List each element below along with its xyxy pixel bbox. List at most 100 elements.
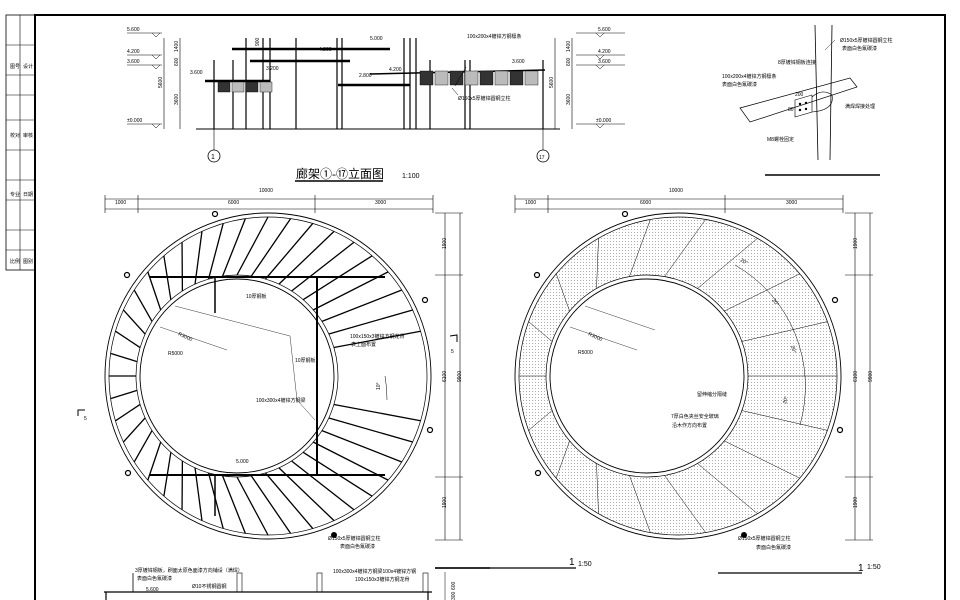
title-block: 图号 设计 校对 审核 专业 日期 比例 图别 xyxy=(5,14,36,271)
note: 满焊焊接处理 xyxy=(845,103,875,110)
dim-label: 6000 xyxy=(228,200,239,206)
dim-label: 3000 xyxy=(786,200,797,206)
dim-label: 1900 xyxy=(853,497,859,508)
glass-joint xyxy=(629,219,651,277)
level-label: 4.200 xyxy=(319,47,332,53)
glass-joint xyxy=(724,440,800,479)
plan-scale: 1:50 xyxy=(867,564,881,571)
sheet-border xyxy=(34,14,946,600)
level-label: 3.600 xyxy=(190,70,203,76)
inner-ring xyxy=(549,278,745,474)
note: 沿木作方向布置 xyxy=(672,422,707,429)
rafter xyxy=(278,230,335,285)
rafter xyxy=(264,223,314,280)
glass-joint xyxy=(724,273,800,312)
rafter xyxy=(115,330,141,349)
glass-joint xyxy=(555,440,570,479)
dim-label: 1000 xyxy=(115,200,126,206)
dim-label: 3000 xyxy=(375,200,386,206)
axis-bubble-1 xyxy=(207,149,221,163)
section-mark: 5 xyxy=(451,349,454,355)
glass-joint xyxy=(697,463,758,514)
note: 3厚镀锌钢板，刷面太原色面漆方向铺设（满焊） xyxy=(135,567,243,574)
dim-label: 9900 xyxy=(868,371,874,382)
column-icon xyxy=(331,532,337,538)
angle-label: 20° xyxy=(782,396,790,405)
glass-joint xyxy=(664,219,706,277)
column-icon xyxy=(211,210,219,218)
note: 表面白色氟碳漆 xyxy=(137,575,172,582)
rafter xyxy=(115,403,141,422)
tb-cell: 日期 xyxy=(23,192,33,198)
note: Ø150x5厚镀锌圆钢立柱 xyxy=(328,535,381,542)
dim-label: 600 xyxy=(566,57,572,66)
glass-joint xyxy=(596,238,599,289)
glass-joint xyxy=(664,475,706,533)
shade-panel xyxy=(494,70,509,86)
dim-label: 80 xyxy=(788,107,794,113)
rafter xyxy=(122,309,146,335)
dim-label: 1000 xyxy=(525,200,536,206)
shade-panel xyxy=(434,70,449,86)
level-triangle-icon xyxy=(151,54,161,60)
shade-panel xyxy=(259,81,273,93)
plan-right-drawing xyxy=(514,195,873,541)
glass-joint xyxy=(596,463,599,514)
level-label: 5.000 xyxy=(236,459,249,465)
rafter xyxy=(147,271,162,311)
outer-ring-inner xyxy=(108,216,428,536)
column-icon xyxy=(621,210,629,218)
glass-joint xyxy=(697,238,758,289)
glass-joint xyxy=(555,273,570,312)
dim-label: 1900 xyxy=(442,238,448,249)
angle-dim-arc xyxy=(734,264,806,426)
glass-roof-fill xyxy=(519,216,838,536)
glass-joint xyxy=(528,410,553,431)
inner-ring-outer xyxy=(135,274,339,478)
angle-label: 20° xyxy=(739,258,749,267)
rafter xyxy=(328,309,413,335)
dim-total: 10000 xyxy=(259,188,273,194)
shade-panel xyxy=(231,81,245,93)
inner-ring-outer xyxy=(545,274,749,478)
leader-line xyxy=(159,326,228,351)
tb-cell: 图号 xyxy=(10,64,20,70)
tb-cell: 比例 xyxy=(10,258,20,265)
elevation-scale: 1:100 xyxy=(402,173,420,180)
shade-panel xyxy=(479,70,494,86)
level-triangle-icon xyxy=(595,54,605,60)
angle-label: 20° xyxy=(770,298,779,308)
level-label: ±0.000 xyxy=(596,118,611,124)
rafter xyxy=(222,218,246,277)
rafter xyxy=(333,330,421,349)
dim-label: 6000 xyxy=(640,200,651,206)
rafter xyxy=(250,218,292,277)
radius-label: R3000 xyxy=(177,331,193,343)
rafter xyxy=(236,476,269,536)
glass-joint xyxy=(741,321,828,342)
rafter xyxy=(250,475,292,534)
note: 表面白色氟碳漆 xyxy=(722,81,757,88)
dim-label: 600 xyxy=(451,581,457,590)
level-label: 5.600 xyxy=(127,27,140,33)
rafter xyxy=(110,389,138,400)
column-icon xyxy=(836,426,844,434)
glass-joint xyxy=(528,321,553,342)
note: 表上面布置 xyxy=(351,341,376,348)
level-triangle-icon xyxy=(595,123,605,129)
level-triangle-icon xyxy=(151,64,161,70)
radius-label: R5000 xyxy=(168,351,183,357)
dim-label: 6100 xyxy=(853,371,859,382)
level-label: 3.600 xyxy=(512,59,525,65)
rafter xyxy=(278,467,335,522)
rafter xyxy=(207,223,224,280)
column-icon xyxy=(533,271,541,279)
level-label: 5.600 xyxy=(598,27,611,33)
level-label: 3.200 xyxy=(266,66,279,72)
level-triangle-icon xyxy=(595,32,605,38)
axis-label: 17 xyxy=(539,155,545,161)
shade-panel xyxy=(245,81,259,93)
note: 100x200x4镀锌方钢檩条 xyxy=(722,73,776,80)
dim-label: 3600 xyxy=(566,94,572,105)
rafter xyxy=(122,417,146,443)
